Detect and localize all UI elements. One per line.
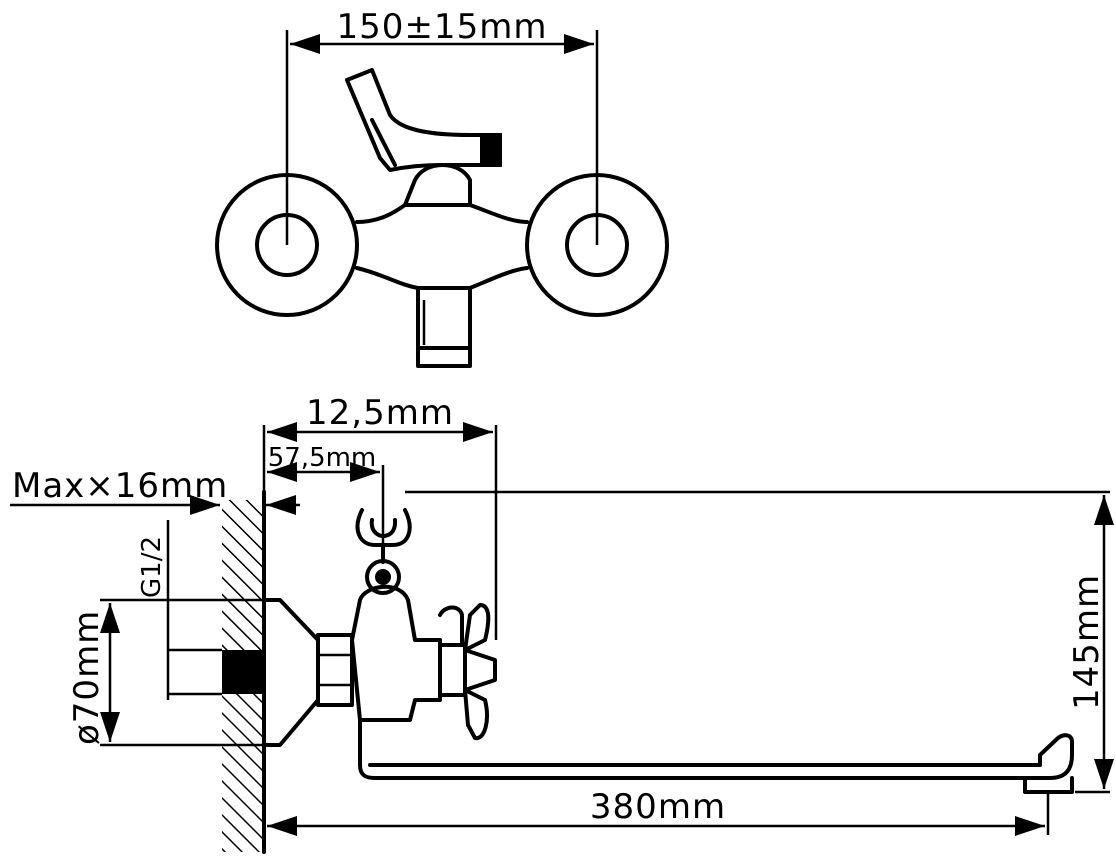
diverter-knob-inner (375, 569, 391, 585)
side-view: Max×16mm G1/2 ø70mm 12,5mm 57,5mm 145mm … (10, 393, 1114, 854)
lever-knob (480, 133, 502, 167)
faucet-body-top (355, 203, 529, 290)
spout (358, 718, 1074, 780)
thread-label: G1/2 (137, 536, 167, 598)
hex-nut (316, 633, 354, 707)
height-label: 145mm (1067, 574, 1107, 710)
mixer-cap (403, 163, 472, 207)
lever-stem (370, 118, 397, 167)
handle-stem (438, 643, 467, 697)
projection-inlet-label: 57,5mm (268, 443, 377, 473)
handle-cap (438, 605, 464, 647)
projection-total-label: 12,5mm (306, 393, 454, 433)
diverter-lever (345, 68, 492, 172)
escutcheon-flange (262, 598, 320, 747)
flange-diameter-label: ø70mm (67, 610, 107, 745)
shower-outlet-nut (416, 346, 472, 368)
inlet-thread (222, 650, 264, 694)
shower-outlet (416, 286, 472, 350)
handle-spacing-label: 150±15mm (337, 7, 548, 47)
cross-handle (463, 603, 497, 741)
aerator (1023, 776, 1074, 794)
max-offset-label: Max×16mm (12, 466, 228, 506)
spout-length-label: 380mm (590, 787, 726, 827)
top-view: 150±15mm (215, 7, 669, 368)
valve-body (350, 584, 442, 722)
